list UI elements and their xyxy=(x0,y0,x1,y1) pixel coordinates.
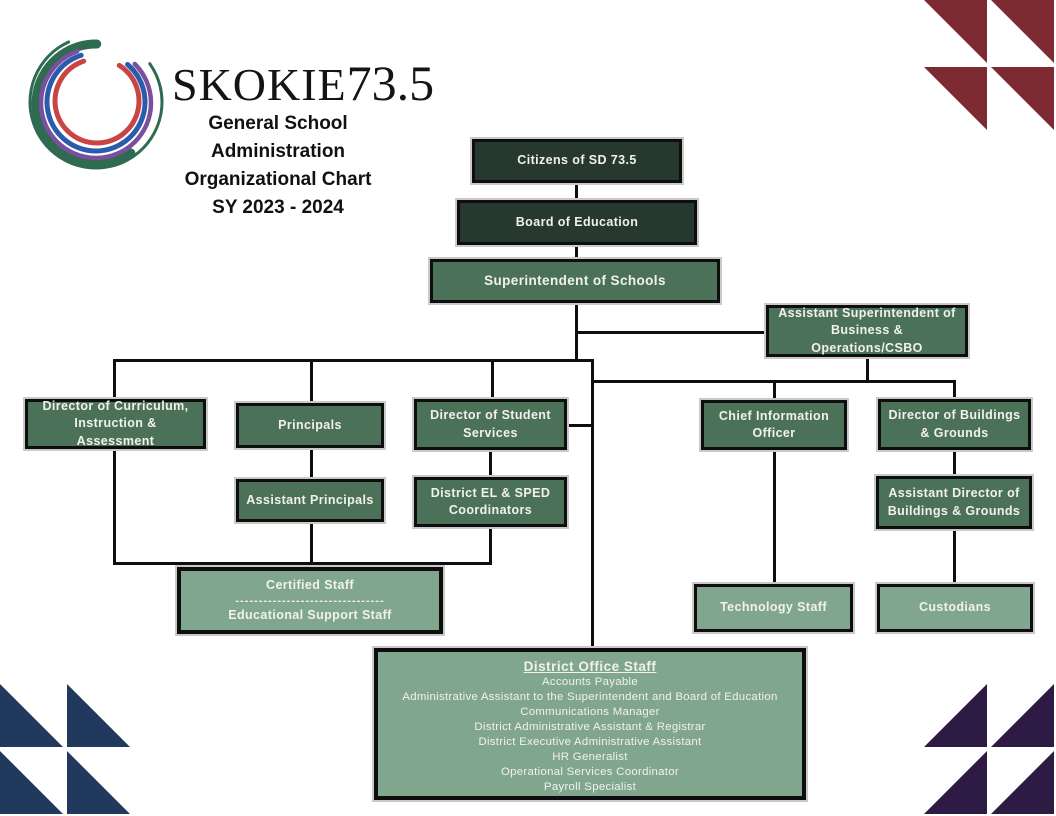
connector xyxy=(575,243,578,262)
district-office-item: Operational Services Coordinator xyxy=(500,766,679,778)
district-office-item: HR Generalist xyxy=(552,751,628,763)
brand-name: SKOKIE xyxy=(172,59,347,110)
org-box-director-student-services-label: Director of Student Services xyxy=(430,408,551,440)
org-box-assistant-director-buildings-label: Assistant Director of Buildings & Ground… xyxy=(887,486,1021,518)
connector xyxy=(113,359,594,362)
district-office-item: District Administrative Assistant & Regi… xyxy=(474,721,706,733)
brand-wordmark: SKOKIE73.5 xyxy=(172,54,434,112)
org-box-assistant-principals-label: Assistant Principals xyxy=(246,492,374,507)
org-box-el-sped-coordinators: District EL & SPED Coordinators xyxy=(414,477,567,527)
district-office-item: District Executive Administrative Assist… xyxy=(478,736,702,748)
title-line-1: General School xyxy=(208,113,348,134)
educational-support-staff-label: Educational Support Staff xyxy=(228,607,392,622)
connector xyxy=(491,359,494,401)
connector xyxy=(575,183,578,203)
org-box-technology-staff: Technology Staff xyxy=(694,584,853,632)
org-box-citizens-label: Citizens of SD 73.5 xyxy=(517,153,637,168)
district-office-item: Administrative Assistant to the Superint… xyxy=(402,691,778,703)
org-box-superintendent: Superintendent of Schools xyxy=(430,259,720,303)
connector xyxy=(489,450,492,479)
org-box-el-sped-label: District EL & SPED Coordinators xyxy=(430,485,551,518)
custodians-label: Custodians xyxy=(918,600,992,615)
org-box-board-label: Board of Education xyxy=(515,214,639,229)
connector xyxy=(310,359,313,405)
connector xyxy=(953,528,956,586)
org-box-director-buildings: Director of Buildings & Grounds xyxy=(878,399,1031,450)
connector xyxy=(310,521,313,569)
org-box-assistant-superintendent: Assistant Superintendent of Business & O… xyxy=(766,305,968,357)
page-title: General School Administration Organizati… xyxy=(150,110,406,222)
corner-triangles-top-right xyxy=(924,0,1054,130)
title-line-2: Administration xyxy=(210,141,346,162)
org-box-cio-label: Chief Information Officer xyxy=(718,408,830,441)
technology-staff-label: Technology Staff xyxy=(720,600,827,615)
org-box-director-student-services: Director of Student Services xyxy=(414,399,567,450)
corner-triangles-bottom-right xyxy=(924,684,1054,814)
connector xyxy=(866,357,869,382)
corner-triangles-bottom-left xyxy=(0,684,130,814)
title-line-3: Organizational Chart xyxy=(184,169,372,190)
connector xyxy=(773,380,776,402)
org-box-director-curriculum: Director of Curriculum, Instruction & As… xyxy=(25,399,206,449)
org-box-chief-information-officer: Chief Information Officer xyxy=(701,400,847,450)
connector xyxy=(113,449,116,564)
org-box-custodians: Custodians xyxy=(877,584,1033,632)
connector xyxy=(953,380,956,401)
district-office-item: Accounts Payable xyxy=(542,676,638,688)
connector xyxy=(113,359,116,401)
title-line-4: SY 2023 - 2024 xyxy=(212,197,344,218)
org-box-superintendent-label: Superintendent of Schools xyxy=(484,272,666,288)
certified-staff-label: Certified Staff xyxy=(266,578,354,592)
skokie-logo-swirl-icon xyxy=(28,34,164,170)
connector xyxy=(567,424,593,427)
org-box-citizens: Citizens of SD 73.5 xyxy=(472,139,682,183)
org-box-assistant-superintendent-label: Assistant Superintendent of Business & O… xyxy=(778,305,956,355)
staff-divider: -------------------------------- xyxy=(235,594,385,607)
connector xyxy=(575,303,578,361)
org-box-principals-label: Principals xyxy=(278,417,342,432)
org-box-director-buildings-label: Director of Buildings & Grounds xyxy=(888,408,1021,440)
connector xyxy=(773,449,776,586)
org-box-certified-staff: Certified Staff ------------------------… xyxy=(177,567,443,634)
connector xyxy=(591,359,594,650)
org-box-director-curriculum-label: Director of Curriculum, Instruction & As… xyxy=(42,398,189,448)
district-office-item: Communications Manager xyxy=(520,706,660,718)
org-box-assistant-director-buildings: Assistant Director of Buildings & Ground… xyxy=(876,476,1032,529)
district-office-title: District Office Staff xyxy=(523,659,657,674)
connector xyxy=(310,448,313,481)
connector xyxy=(577,331,767,334)
org-box-assistant-principals: Assistant Principals xyxy=(236,479,384,522)
org-box-board-of-education: Board of Education xyxy=(457,200,697,245)
brand-number: 73.5 xyxy=(346,55,435,111)
org-box-principals: Principals xyxy=(236,403,384,448)
connector xyxy=(489,527,492,563)
connector xyxy=(953,450,956,478)
connector xyxy=(113,562,492,565)
district-office-item: Payroll Specialist xyxy=(543,781,637,793)
org-box-district-office-staff: District Office Staff Accounts Payable A… xyxy=(374,648,806,800)
